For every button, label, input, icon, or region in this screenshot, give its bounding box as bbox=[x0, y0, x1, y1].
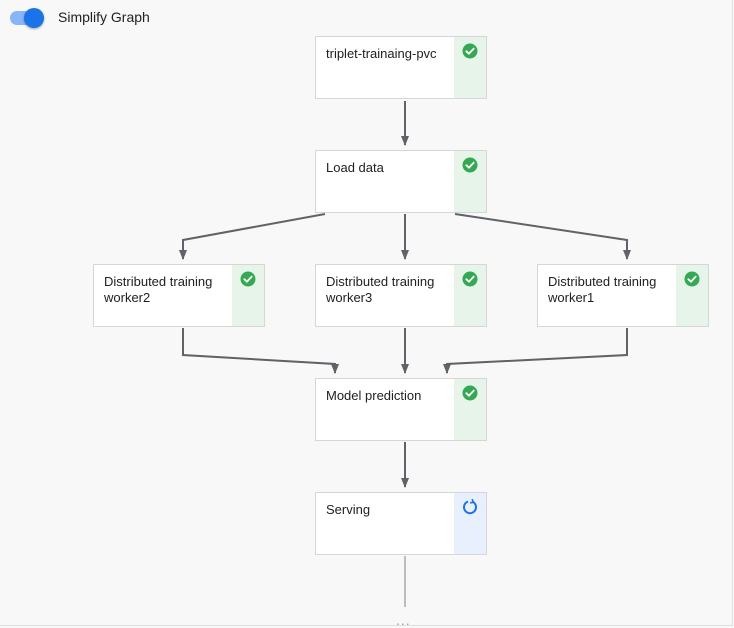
node-status bbox=[454, 493, 486, 554]
node-status bbox=[454, 151, 486, 212]
check-circle-icon bbox=[462, 43, 478, 59]
node-label: Distributed training worker2 bbox=[104, 274, 213, 305]
node-status bbox=[454, 37, 486, 98]
node-triplet-trainaing-pvc[interactable]: triplet-trainaing-pvc bbox=[315, 36, 487, 99]
node-label: Distributed training worker1 bbox=[548, 274, 657, 305]
check-circle-icon bbox=[462, 385, 478, 401]
check-circle-icon bbox=[684, 271, 700, 287]
node-serving[interactable]: Serving bbox=[315, 492, 487, 555]
node-label: triplet-trainaing-pvc bbox=[326, 46, 437, 61]
node-status bbox=[454, 265, 486, 326]
node-label: Serving bbox=[326, 502, 371, 517]
running-icon bbox=[463, 499, 477, 515]
edge-worker1-predict bbox=[443, 328, 628, 374]
edge-load-worker1 bbox=[454, 213, 631, 260]
edge-worker2-predict bbox=[182, 328, 339, 374]
edge-load-worker2 bbox=[179, 213, 326, 260]
node-distributed-training-worker2[interactable]: Distributed training worker2 bbox=[93, 264, 265, 327]
node-status bbox=[676, 265, 708, 326]
node-label: Model prediction bbox=[326, 388, 422, 403]
simplify-graph-toggle[interactable] bbox=[10, 8, 44, 28]
node-status bbox=[454, 379, 486, 440]
node-label: Distributed training worker3 bbox=[326, 274, 435, 305]
node-distributed-training-worker3[interactable]: Distributed training worker3 bbox=[315, 264, 487, 327]
node-model-prediction[interactable]: Model prediction bbox=[315, 378, 487, 441]
node-load-data[interactable]: Load data bbox=[315, 150, 487, 213]
simplify-graph-label: Simplify Graph bbox=[58, 9, 150, 25]
more-nodes-indicator[interactable]: ... bbox=[396, 612, 411, 628]
node-distributed-training-worker1[interactable]: Distributed training worker1 bbox=[537, 264, 709, 327]
check-circle-icon bbox=[462, 271, 478, 287]
toggle-thumb bbox=[24, 8, 44, 28]
check-circle-icon bbox=[240, 271, 256, 287]
node-label: Load data bbox=[326, 160, 384, 175]
node-status bbox=[232, 265, 264, 326]
check-circle-icon bbox=[462, 157, 478, 173]
